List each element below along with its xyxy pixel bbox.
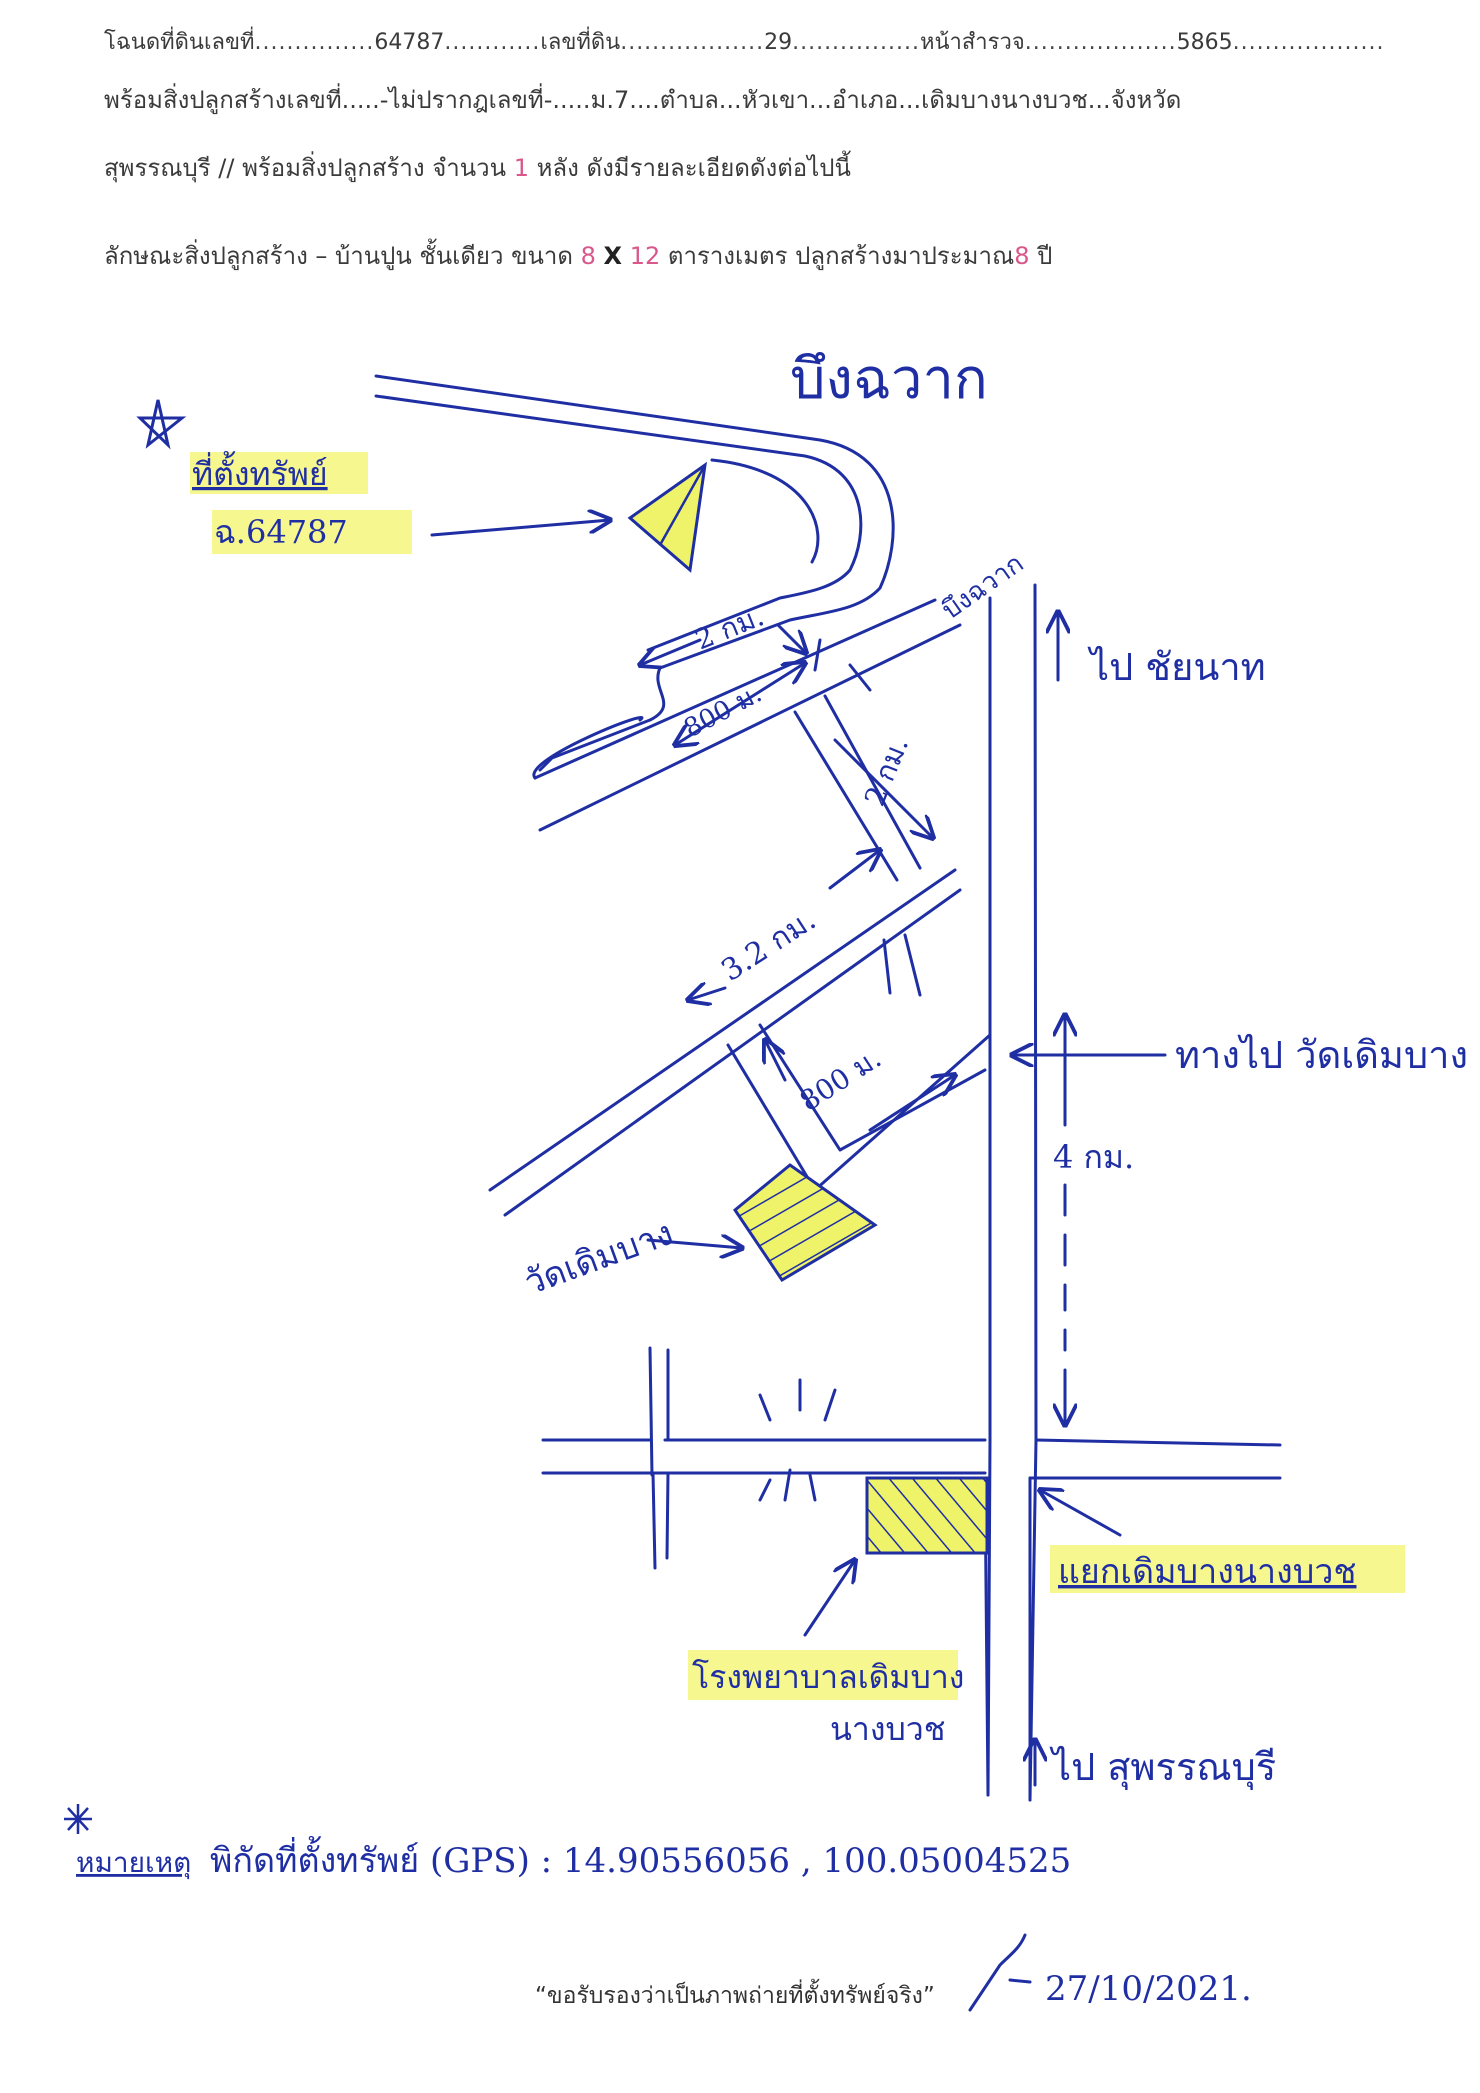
land-no-label: เลขที่ดิน — [540, 30, 621, 55]
property-deed-label: ฉ.64787 — [214, 513, 348, 551]
hospital-label-line1: โรงพยาบาลเดิมบาง — [692, 1658, 964, 1696]
certify-date: 27/10/2021. — [1045, 1969, 1252, 2009]
building-description-line: ลักษณะสิ่งปลูกสร้าง – บ้านปูน ชั้นเดียว … — [104, 236, 1052, 275]
map-title: บึงฉวาก — [790, 347, 988, 412]
dist-3-2km: 3.2 กม. — [715, 902, 822, 988]
hospital-label-line2: นางบวช — [830, 1710, 945, 1748]
star-icon — [136, 399, 187, 450]
loop-inner — [710, 458, 820, 564]
road-pair-1b — [848, 663, 872, 692]
building-count: 1 — [513, 154, 529, 182]
detail-text: หลัง ดังมีรายละเอียดดังต่อไปนี้ — [536, 154, 851, 182]
road-pair-1a — [813, 638, 822, 672]
diagonal-road-left-upper — [532, 716, 644, 780]
top-road-inner — [374, 394, 863, 652]
property-plot — [627, 461, 707, 573]
road-stub-b — [903, 933, 922, 997]
survey-label: หน้าสำรวจ — [919, 30, 1025, 55]
junction-label: แยกเดิมบางนางบวช — [1058, 1552, 1357, 1592]
survey-no: 5865 — [1176, 30, 1233, 55]
note-label: หมายเหตุ — [76, 1846, 191, 1880]
wat-label: วัดเดิมบาง — [519, 1213, 678, 1303]
side-street-c — [651, 1471, 657, 1570]
diagonal-road-lower — [538, 623, 962, 832]
road-stub-a — [882, 938, 892, 995]
second-road-upper — [488, 868, 957, 1192]
signature — [968, 1933, 1032, 2012]
dist-800m-bottom: 800 ม. — [794, 1041, 887, 1118]
land-no: 29 — [764, 30, 793, 55]
to-chainat-label: ไป ชัยนาท — [1087, 645, 1266, 689]
wat-road-left — [726, 1043, 817, 1192]
certification-text: “ขอรับรองว่าเป็นภาพถ่ายที่ตั้งทรัพย์จริง… — [535, 1983, 935, 2009]
property-label: ที่ตั้งทรัพย์ — [192, 451, 328, 493]
dist-4km: 4 กม. — [1053, 1138, 1134, 1176]
hospital-plot — [865, 1476, 989, 1555]
building-width: 8 — [580, 242, 596, 270]
side-street-a — [648, 1346, 654, 1477]
highway-left — [986, 596, 992, 1797]
top-road-outer — [374, 374, 895, 772]
wat-road-top — [813, 1033, 992, 1192]
title-deed-label: โฉนดที่ดินเลขที่ — [104, 30, 255, 55]
building-length: 12 — [629, 242, 661, 270]
year-unit: ปี — [1037, 242, 1053, 270]
size-times: X — [603, 242, 623, 270]
dist-800m-top: 800 ม. — [679, 679, 767, 745]
dist-2km-top: 2 กม. — [690, 599, 768, 656]
wat-plot — [732, 1163, 878, 1283]
size-unit-text: ตารางเมตร ปลูกสร้างมาประมาณ — [667, 242, 1015, 270]
gps-note: พิกัดที่ตั้งทรัพย์ (GPS) : 14.90556056 ,… — [210, 1836, 1071, 1881]
province-line: สุพรรณบุรี // พร้อมสิ่งปลูกสร้าง จำนวน 1… — [104, 148, 851, 187]
description-text: ลักษณะสิ่งปลูกสร้าง – บ้านปูน ชั้นเดียว … — [104, 242, 573, 270]
asterisk-icon — [64, 1804, 92, 1834]
connector-road-right — [823, 694, 922, 870]
wat-road-right — [758, 1023, 987, 1152]
signal-burst — [758, 1378, 842, 1502]
building-line: พร้อมสิ่งปลูกสร้างเลขที่.....-ไม่ปรากฎเล… — [104, 86, 1182, 114]
cross-street-right-top — [1034, 1438, 1282, 1447]
building-age: 8 — [1014, 242, 1030, 270]
side-street-d — [665, 1471, 670, 1560]
province-text: สุพรรณบุรี // พร้อมสิ่งปลูกสร้าง จำนวน — [104, 154, 507, 182]
to-wat-label: ทางไป วัดเดิมบาง — [1175, 1033, 1468, 1077]
road-sign-label: บึงฉวาก — [937, 548, 1029, 625]
title-deed-no: 64787 — [374, 30, 445, 55]
to-suphan-label: ไป สุพรรณบุรี — [1049, 1745, 1276, 1790]
title-deed-line: โฉนดที่ดินเลขที่...............64787....… — [104, 30, 1385, 55]
